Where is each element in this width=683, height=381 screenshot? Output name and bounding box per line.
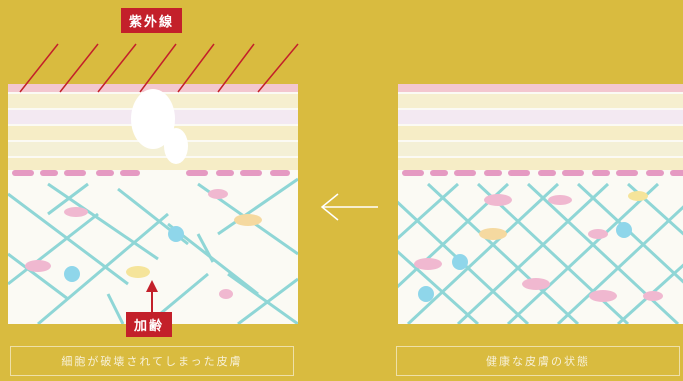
healthy-skin-caption: 健康な皮膚の状態 bbox=[396, 346, 680, 376]
damaged-skin-illustration bbox=[8, 84, 298, 324]
damaged-cell-area bbox=[164, 128, 188, 164]
uv-label: 紫外線 bbox=[121, 8, 183, 33]
top-cell-row bbox=[8, 84, 298, 92]
basal-cell-row bbox=[12, 170, 290, 176]
dermis-cells bbox=[25, 189, 262, 299]
arrow-left-icon bbox=[320, 193, 378, 221]
epidermis-row bbox=[398, 126, 683, 140]
healthy-skin-illustration bbox=[398, 84, 683, 324]
epidermis-row bbox=[398, 158, 683, 170]
epidermis-row bbox=[398, 142, 683, 156]
uv-ray-lines bbox=[19, 43, 299, 93]
damaged-cell-area bbox=[131, 89, 175, 149]
epidermis-row bbox=[398, 110, 683, 124]
basal-cell-row bbox=[402, 170, 683, 176]
dermis-cells bbox=[414, 191, 663, 302]
aging-label: 加齢 bbox=[126, 312, 173, 337]
epidermis-row bbox=[398, 94, 683, 108]
epidermis-row bbox=[8, 158, 298, 170]
healthy-skin-panel bbox=[398, 84, 683, 324]
damaged-skin-caption: 細胞が破壊されてしまった皮膚 bbox=[10, 346, 294, 376]
damaged-skin-panel bbox=[8, 84, 298, 324]
top-cell-row bbox=[398, 84, 683, 92]
